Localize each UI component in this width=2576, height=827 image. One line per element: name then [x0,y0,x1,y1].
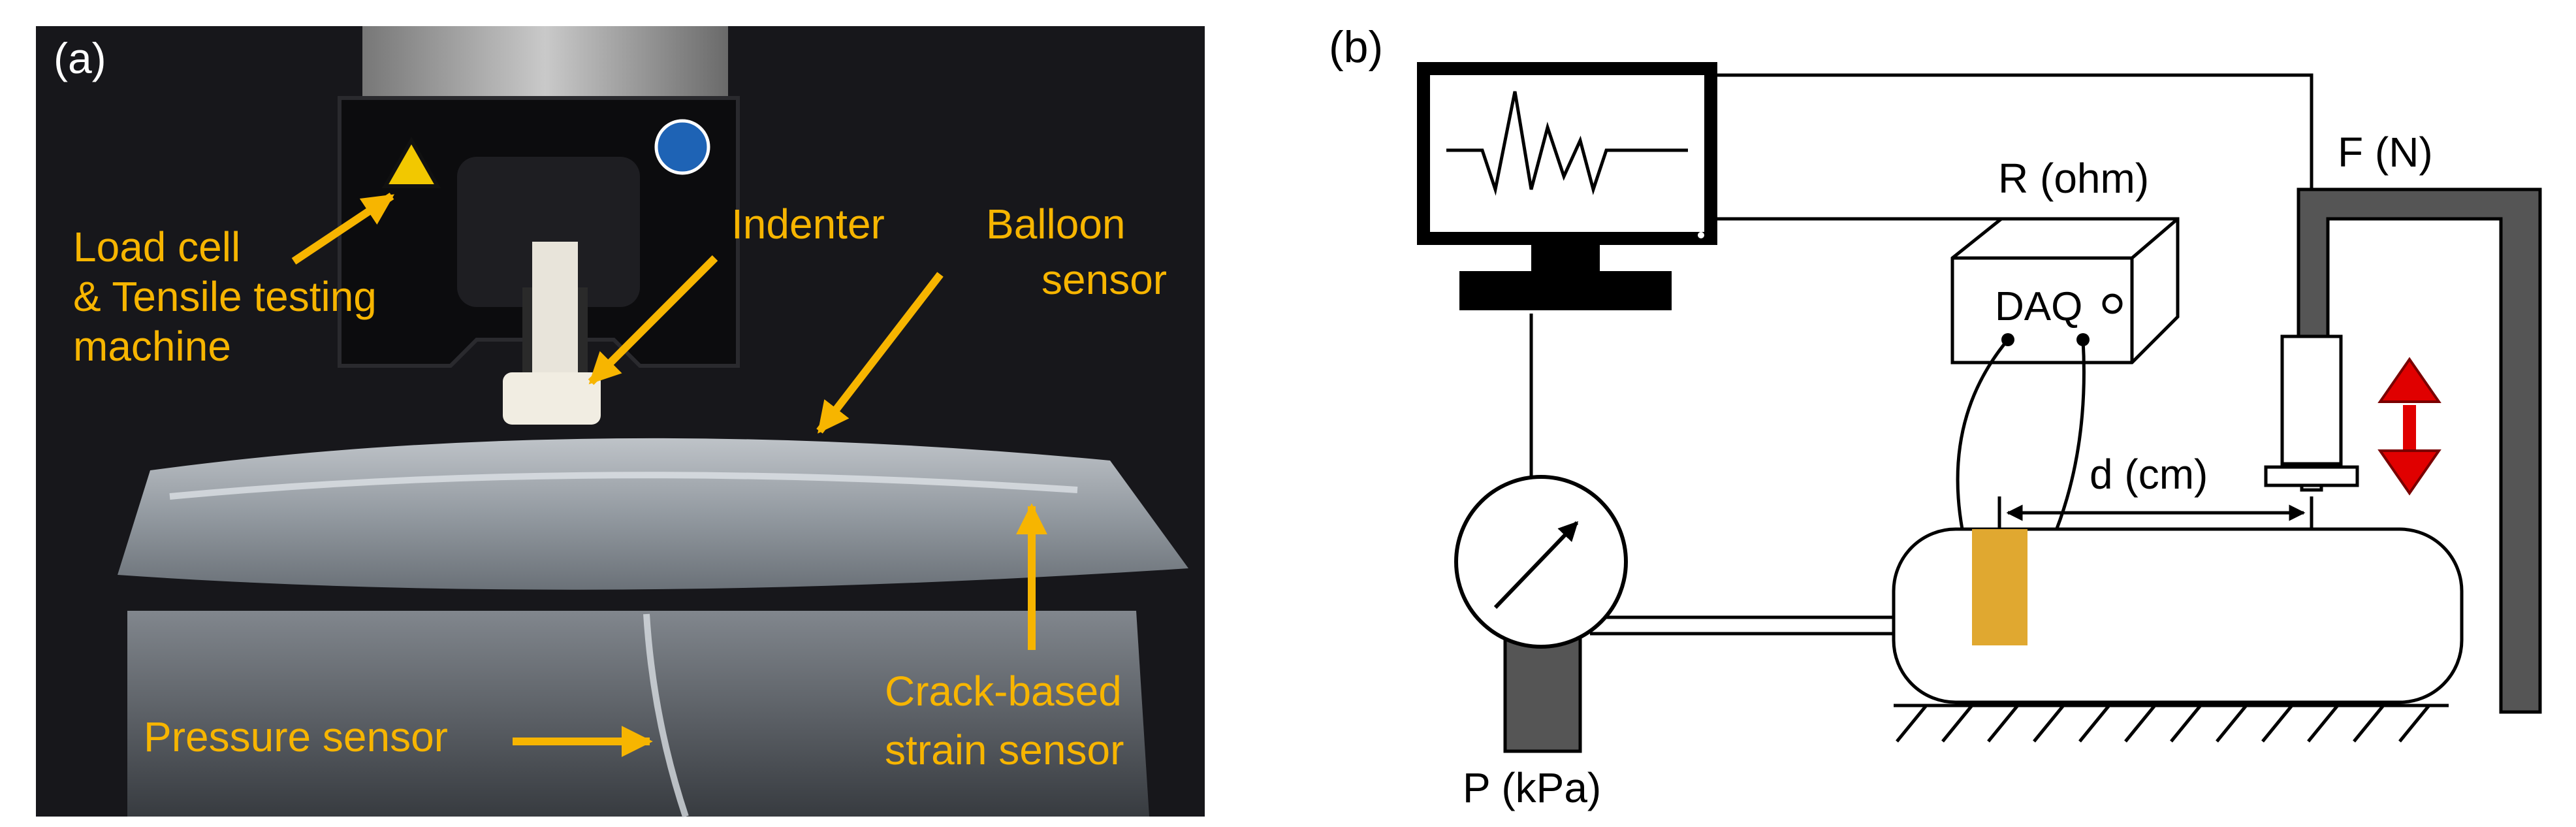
mandatory-sign-icon [654,119,710,175]
crack-sensor-label: Crack-based strain sensor [885,668,1134,773]
force-signal-wire [1714,73,2314,189]
indenter-label: Indenter [731,201,885,248]
resistance-label: R (ohm) [1998,155,2149,202]
signal-waveform [1446,91,1688,196]
indenter-arrow [588,255,718,385]
balloon-sensor-label: Balloon sensor [986,201,1167,303]
daq-label: DAQ [1995,284,2082,329]
monitor-screen [1430,75,1704,232]
strain-sensor-icon [1972,529,2027,645]
indenter-plate [2264,465,2359,487]
balloon-highlight [169,472,1078,500]
load-cell-arrow [291,193,394,265]
panel-a-photo: (a) Load cell & Tensile testing machine … [0,0,1215,827]
ground-hatching [1896,704,2430,743]
monitor-power-dot [1698,232,1704,238]
panel-b-label: (b) [1329,22,1383,72]
gauge-needle [1493,521,1579,609]
balloon-sensor [118,438,1188,590]
panel-b-schematic: (b) DAQ R (ohm) [1329,22,2542,811]
pressure-sensor-label: Pressure sensor [144,713,448,760]
tube [643,613,689,818]
monitor-base [1459,271,1672,310]
machine-window [457,157,640,307]
lead-wire-left [1956,338,2009,530]
distance-label: d (cm) [2090,451,2208,498]
load-cell-icon [2280,334,2343,466]
load-cell-label: Load cell & Tensile testing machine [73,223,389,370]
indenter-tip [503,372,601,425]
machine-column [362,26,728,105]
acrylic-chamber [127,611,1149,817]
monitor-neck [1531,245,1600,271]
indenter-shaft [532,242,578,392]
vertical-motion-arrow-icon [2377,357,2441,496]
balloon-sensor-arrow [816,272,944,434]
panel-a-label: (a) [54,34,106,82]
daq-indicator-icon [2102,293,2123,314]
daq-box-icon [1950,217,2180,365]
force-label: F (N) [2338,129,2433,176]
pressure-label: P (kPa) [1463,764,1601,811]
warning-sign-icon [381,136,441,188]
